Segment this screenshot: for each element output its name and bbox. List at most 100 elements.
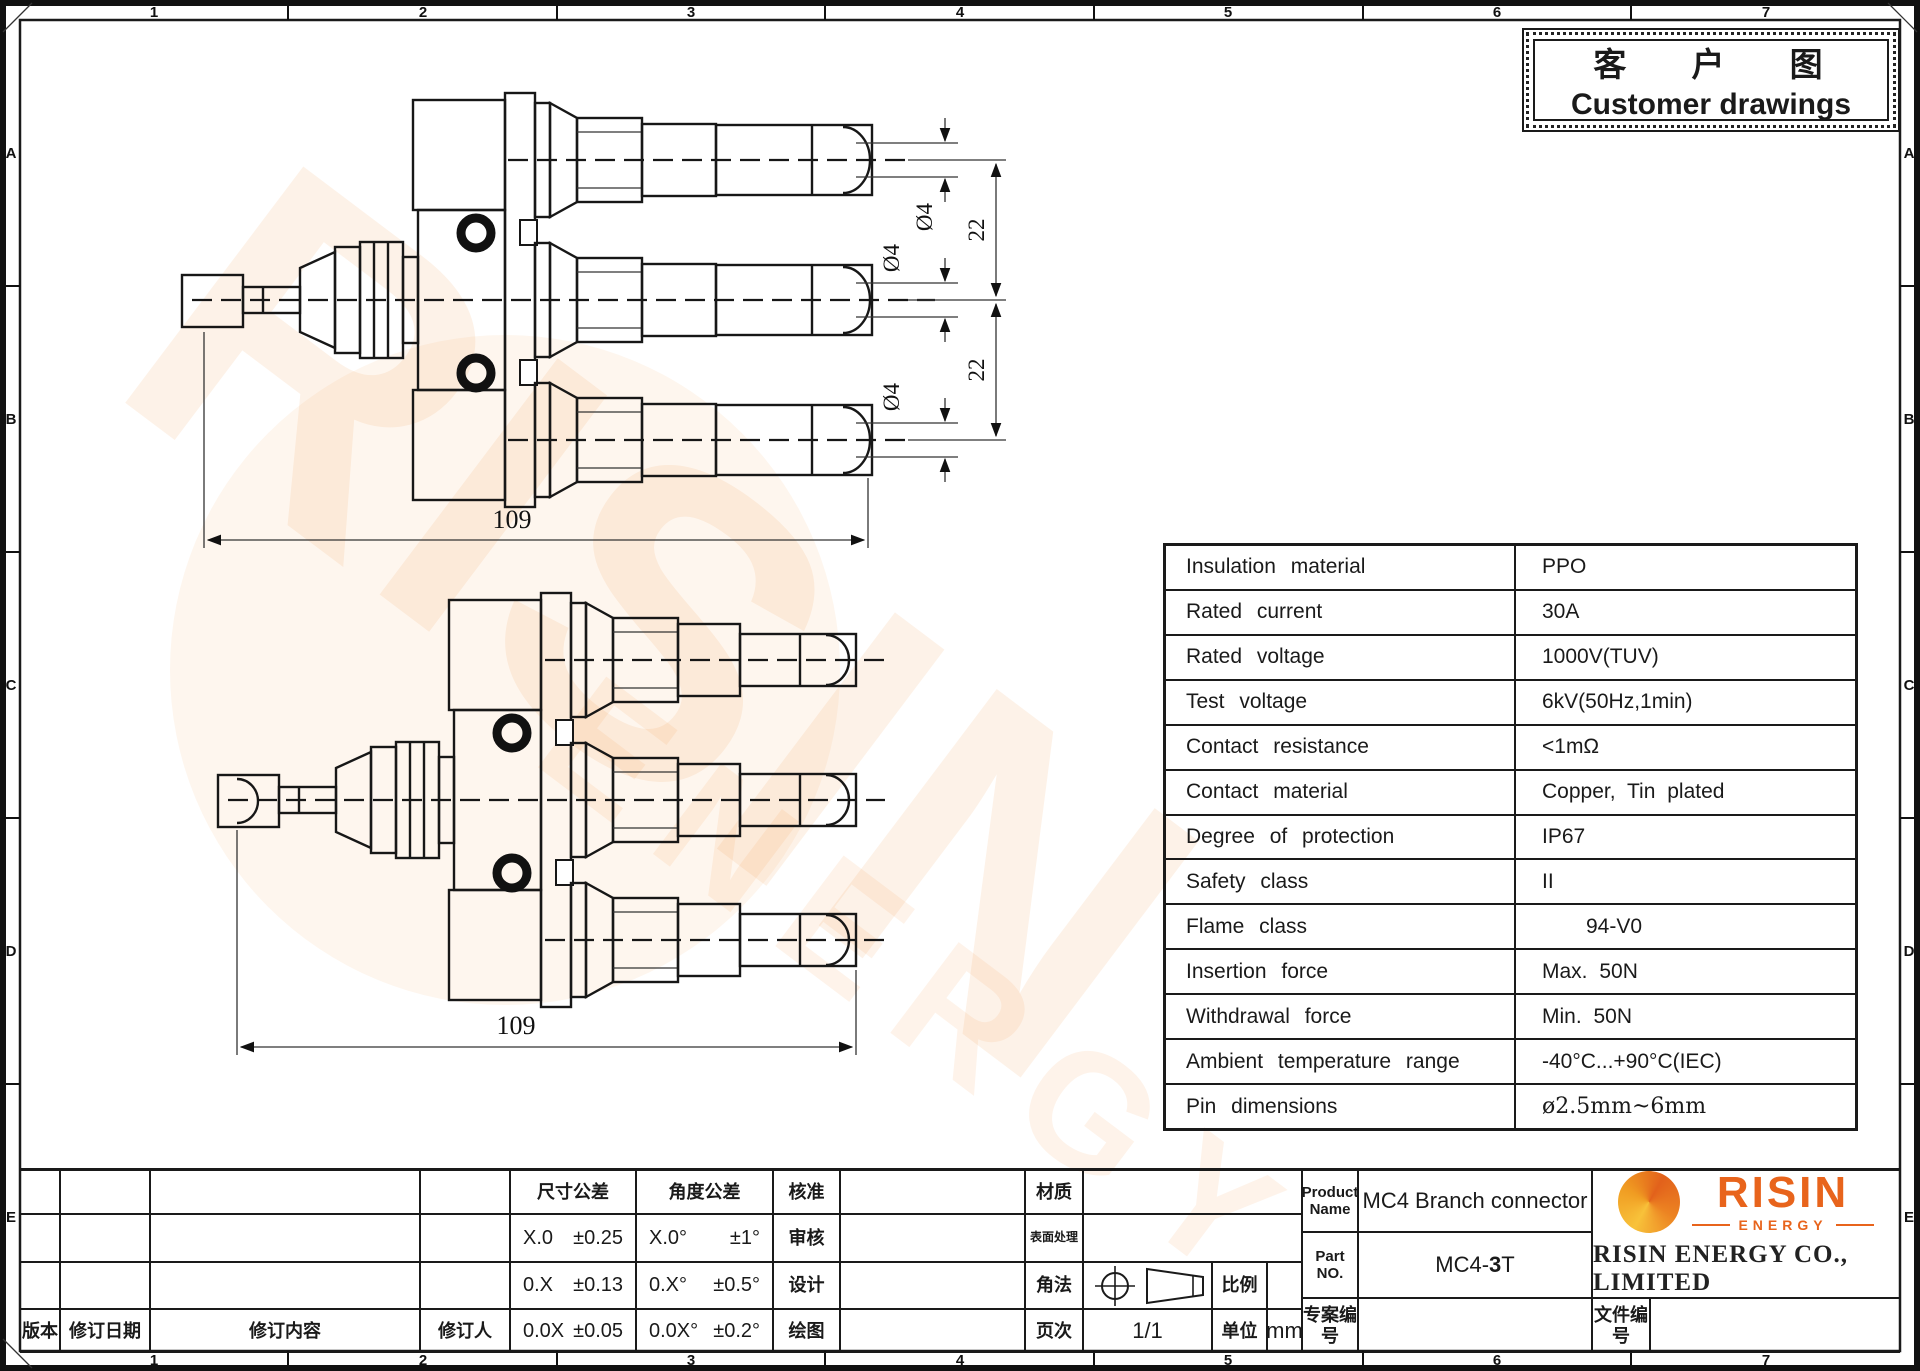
- spec-value: II: [1542, 869, 1554, 893]
- zone-row: C: [1904, 677, 1915, 694]
- customer-drawing-title-box: 客 户 图 Customer drawings: [1522, 28, 1900, 132]
- zone-col: 3: [687, 4, 695, 21]
- spec-label: Insulation material: [1166, 546, 1516, 589]
- o-ring: [492, 713, 532, 753]
- approval-design: 设计: [773, 1262, 840, 1309]
- table-row: Ambient temperature range-40°C...+90°C(I…: [1166, 1038, 1855, 1084]
- risin-sun-logo-icon: [1618, 1171, 1681, 1233]
- revision-cell: [150, 1214, 420, 1262]
- dim-tolerance-title: 尺寸公差: [510, 1170, 636, 1214]
- spec-label: Pin dimensions: [1166, 1085, 1516, 1128]
- tol-key: X.0°: [649, 1226, 688, 1249]
- table-row: Pin dimensions ø2.5mm~6mm: [1166, 1083, 1855, 1128]
- spec-label: Rated current: [1166, 590, 1516, 634]
- projection-symbol: [1083, 1262, 1212, 1309]
- zone-col: 5: [1224, 4, 1232, 21]
- revision-cell: [60, 1262, 150, 1309]
- spec-value: 6kV(50Hz,1min): [1542, 690, 1693, 714]
- spec-label: Rated voltage: [1166, 635, 1516, 679]
- spec-label: Flame class: [1166, 905, 1516, 949]
- connector-view-top: 109 22 22 Ø4 Ø4 Ø4: [180, 91, 1006, 548]
- scale-label: 比例: [1212, 1262, 1267, 1309]
- zone-col: 2: [419, 1352, 427, 1369]
- approval-approve: 核准: [773, 1170, 840, 1214]
- spec-label: Withdrawal force: [1166, 995, 1516, 1039]
- dimension-109-top: 109: [203, 332, 869, 548]
- revision-header-version: 版本: [20, 1309, 60, 1353]
- o-ring: [492, 853, 532, 893]
- spec-value: 1000V(TUV): [1542, 645, 1659, 669]
- spec-label: Degree of protection: [1166, 815, 1516, 859]
- product-name-label: Product Name: [1302, 1170, 1358, 1232]
- table-row: Contact resistance<1mΩ: [1166, 723, 1855, 769]
- revision-cell: [20, 1262, 60, 1309]
- angle-tolerance-row: X.0° ±1°: [636, 1214, 773, 1262]
- approval-draw: 绘图: [773, 1309, 840, 1353]
- title-block: 版本 修订日期 修订内容 修订人 尺寸公差 X.0±0.25 0.X±0.13 …: [20, 1168, 1900, 1353]
- scale-value: [1267, 1262, 1302, 1309]
- product-name-value: MC4 Branch connector: [1358, 1170, 1592, 1232]
- company-name: RISIN ENERGY CO., LIMITED: [1593, 1241, 1849, 1296]
- revision-header-author: 修订人: [420, 1309, 510, 1353]
- zone-col: 7: [1762, 1352, 1770, 1369]
- dimension-109-bottom: 109: [236, 830, 857, 1055]
- tol-key: 0.0X: [523, 1319, 565, 1342]
- spec-value: -40°C...+90°C(IEC): [1542, 1049, 1722, 1073]
- spec-label: Contact resistance: [1166, 725, 1516, 769]
- tol-val: ±0.05: [573, 1319, 623, 1342]
- revision-cell: [150, 1170, 420, 1214]
- logo-rule: [1692, 1224, 1731, 1226]
- tol-val: ±0.2°: [713, 1319, 760, 1342]
- spec-value: 30A: [1542, 600, 1580, 624]
- dimension-pin-dia: Ø4 Ø4 Ø4: [856, 118, 958, 482]
- dim-109: 109: [497, 1011, 536, 1040]
- tol-val: ±0.13: [573, 1274, 623, 1296]
- doc-no-label: 文件编号: [1592, 1298, 1650, 1353]
- logo-energy-text: ENERGY: [1692, 1217, 1874, 1233]
- zone-col: 7: [1762, 4, 1770, 21]
- table-row: Withdrawal force Min. 50N: [1166, 993, 1855, 1039]
- project-no-value: [1358, 1298, 1592, 1353]
- dim-22: 22: [964, 359, 989, 382]
- connector-view-bottom: 109: [216, 591, 885, 1055]
- zone-col: 6: [1493, 4, 1501, 21]
- dimension-pitch-22: 22 22: [908, 159, 1006, 441]
- logo-energy-word: ENERGY: [1738, 1217, 1828, 1233]
- zone-col: 3: [687, 1352, 695, 1369]
- doc-no-value: [1650, 1298, 1900, 1353]
- zone-col: 5: [1224, 1352, 1232, 1369]
- revision-cell: [420, 1170, 510, 1214]
- spec-value: PPO: [1542, 555, 1587, 579]
- revision-header-date: 修订日期: [60, 1309, 150, 1353]
- zone-row: C: [6, 677, 17, 694]
- dim-phi4: Ø4: [912, 202, 937, 231]
- dim-phi4: Ø4: [879, 243, 904, 272]
- dim-tolerance-row: 0.X±0.13: [510, 1262, 636, 1309]
- watermark-risin: RISIN: [46, 75, 1284, 1174]
- tol-key: 0.X°: [649, 1274, 688, 1296]
- zone-col: 4: [956, 1352, 965, 1369]
- zone-row: B: [1904, 411, 1915, 428]
- spec-value: Min. 50N: [1542, 1004, 1633, 1028]
- spec-label: Test voltage: [1166, 680, 1516, 724]
- o-ring: [456, 213, 496, 253]
- tol-val: ±1°: [729, 1226, 760, 1249]
- approval-review: 审核: [773, 1214, 840, 1262]
- zone-row: D: [6, 943, 17, 960]
- page-value: 1/1: [1083, 1309, 1212, 1353]
- revision-cell: [20, 1170, 60, 1214]
- surface-value: [1083, 1214, 1302, 1262]
- spec-value: ø2.5mm~6mm: [1542, 1094, 1707, 1120]
- revision-cell: [150, 1262, 420, 1309]
- revision-cell: [60, 1214, 150, 1262]
- zone-row: D: [1904, 943, 1915, 960]
- logo-rule: [1835, 1224, 1874, 1226]
- approval-signature-cell: [840, 1214, 1025, 1262]
- third-angle-projection-icon: [1089, 1263, 1207, 1309]
- revision-header-content: 修订内容: [150, 1309, 420, 1353]
